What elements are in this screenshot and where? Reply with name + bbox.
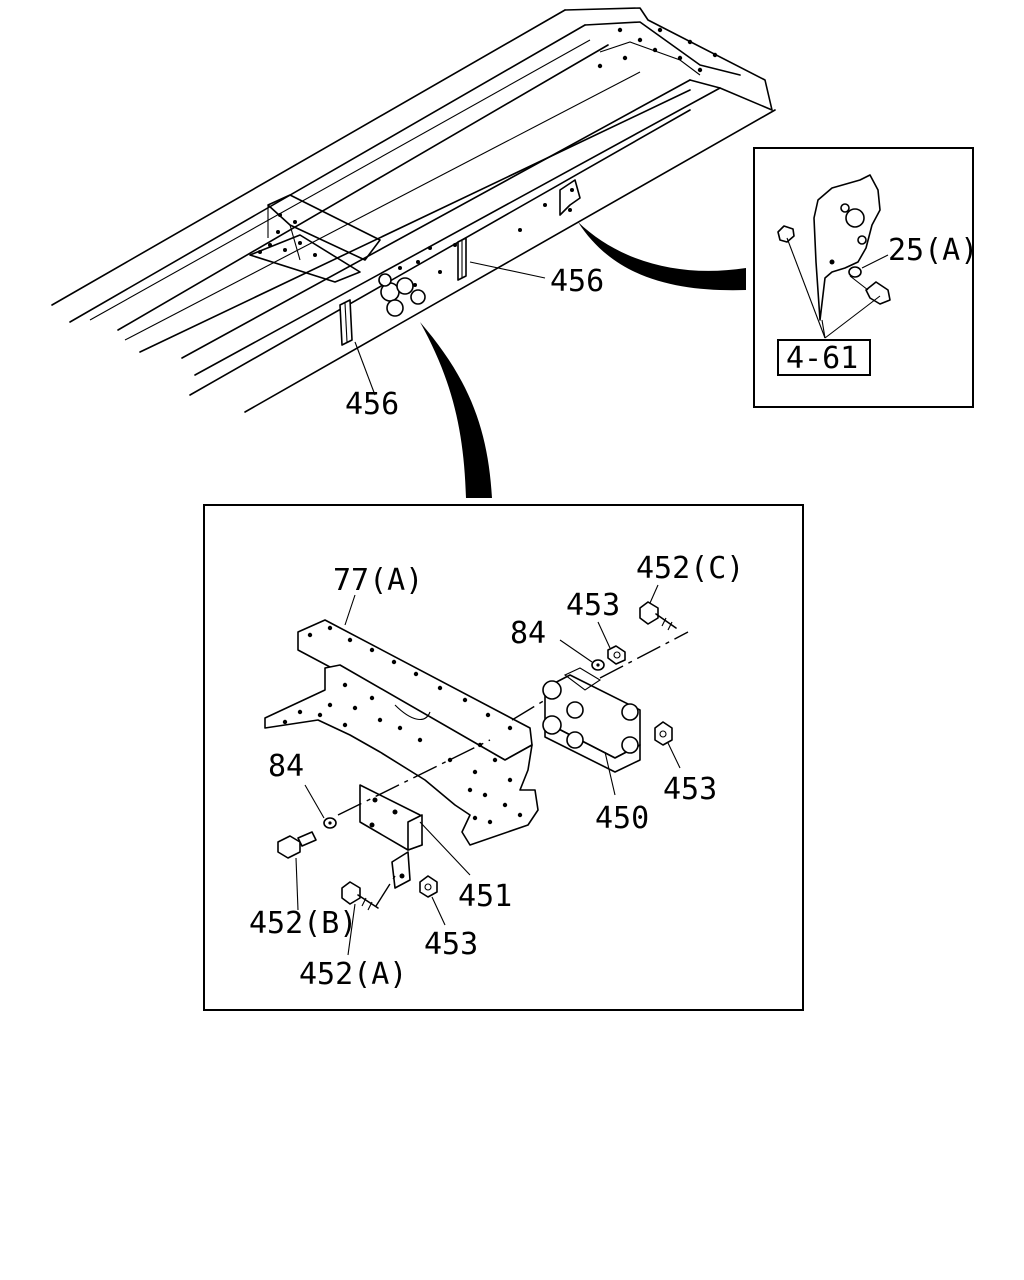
callout-452b: 452(B) — [249, 906, 357, 941]
inset-reference-box — [777, 339, 871, 376]
chassis-frame — [51, 7, 776, 413]
callout-25a: 25(A) — [888, 233, 978, 268]
nut-453-right-icon — [654, 721, 673, 746]
frame-bracket-inset-location — [559, 179, 581, 216]
callout-453-right: 453 — [663, 772, 717, 807]
callout-452c: 452(C) — [636, 551, 744, 586]
nut-453-top-icon — [607, 645, 626, 665]
bracket-451 — [359, 784, 423, 889]
inset-nut-icon — [777, 225, 795, 243]
frame-bracket-456-left — [339, 299, 353, 346]
callout-452a: 452(A) — [299, 957, 407, 992]
bolt-452c-icon — [639, 601, 677, 631]
detail-pointer-arrow — [420, 322, 492, 498]
bolt-452b-icon — [277, 831, 317, 859]
callout-450: 450 — [595, 801, 649, 836]
bolt-452a-icon — [341, 881, 379, 911]
callout-ref-4-61: 4-61 — [786, 341, 858, 376]
inset-washer-icon — [848, 266, 862, 278]
inset-pointer-arrow — [578, 222, 746, 291]
inset-bolt-icon — [849, 275, 891, 305]
callout-456-right: 456 — [550, 264, 604, 299]
washer-84-top-icon — [591, 659, 605, 671]
detail-frame — [203, 504, 804, 1011]
inset-frame — [753, 147, 974, 408]
nut-453-bottom-icon — [419, 875, 438, 898]
frame-bracket-456-right — [457, 237, 467, 281]
callout-453-top: 453 — [566, 588, 620, 623]
washer-84-left-icon — [323, 817, 337, 829]
cross-member-77a — [264, 619, 539, 846]
callout-456-left: 456 — [345, 387, 399, 422]
inset-bracket — [813, 174, 881, 321]
callout-77a: 77(A) — [333, 563, 423, 598]
frame-mount-assembly — [378, 273, 426, 317]
callout-451: 451 — [458, 879, 512, 914]
callout-84-left: 84 — [268, 749, 304, 784]
callout-453-bottom: 453 — [424, 927, 478, 962]
callout-84-top: 84 — [510, 616, 546, 651]
spring-shackle-450 — [542, 667, 641, 773]
